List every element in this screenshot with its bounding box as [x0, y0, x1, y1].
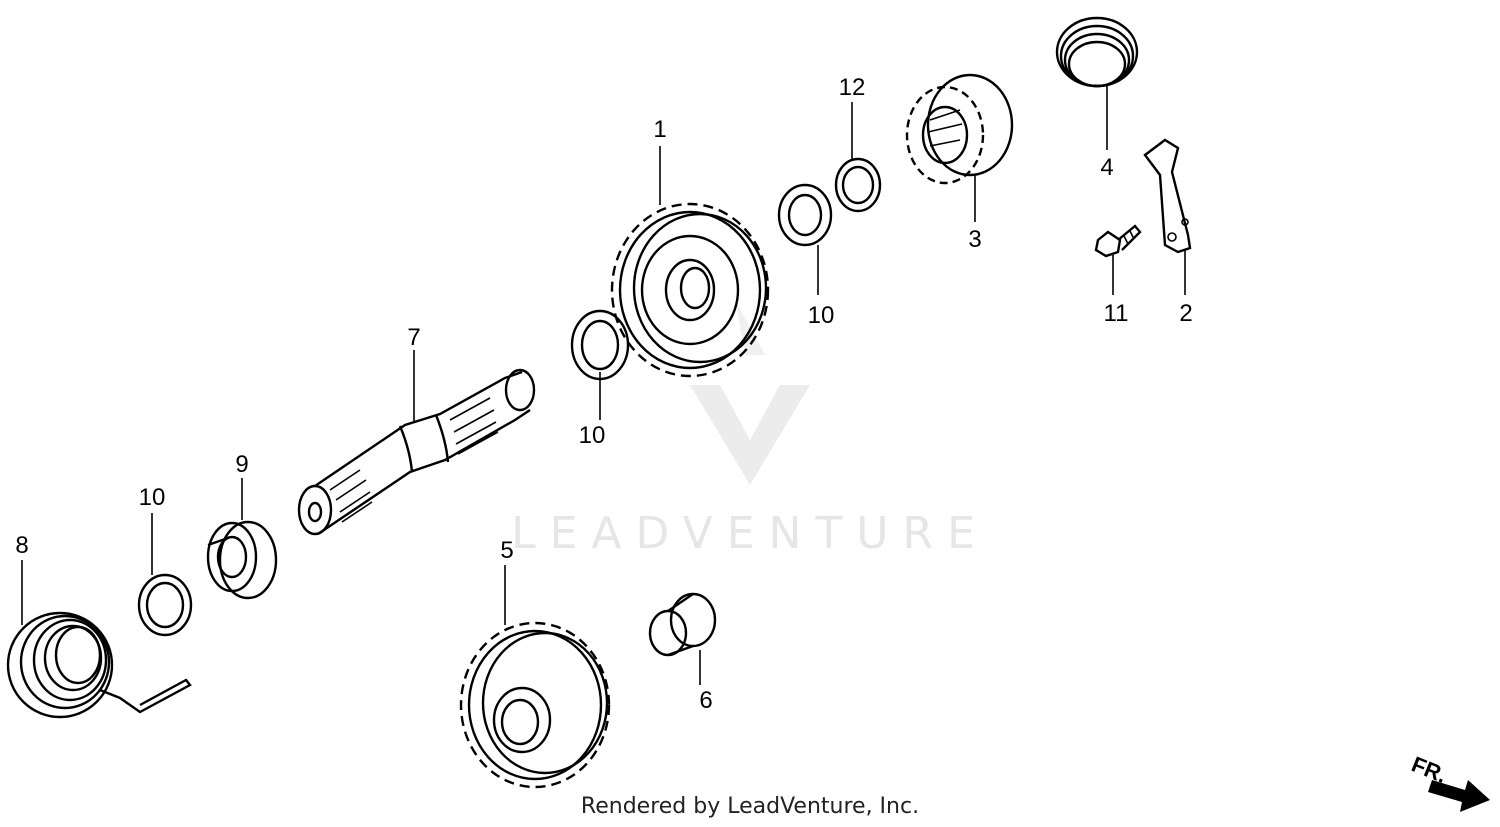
callout-10-center: 10: [579, 422, 606, 449]
callout-5: 5: [500, 537, 513, 564]
callout-11: 11: [1104, 300, 1129, 327]
callout-7: 7: [407, 324, 420, 351]
part-4-spring: [1055, 16, 1139, 150]
part-11-bolt: [1094, 224, 1142, 295]
part-10-washer-right: [777, 183, 833, 295]
callout-labels: 1 2 3 4 5 6 7 8 9 10 10 10 11 12: [15, 74, 1192, 714]
footer-credit: Rendered by LeadVenture, Inc.: [580, 794, 920, 819]
part-12-circlip: [834, 102, 882, 213]
callout-6: 6: [699, 687, 712, 714]
direction-label: FR.: [1408, 751, 1450, 787]
part-3-ratchet: [905, 73, 1014, 222]
callout-8: 8: [15, 532, 28, 559]
watermark-logo-icon: [690, 385, 810, 485]
callout-10-right: 10: [808, 302, 835, 329]
part-9-collar: [206, 478, 278, 600]
callout-1: 1: [653, 116, 666, 143]
part-10-washer-center: [570, 309, 630, 420]
part-6-bushing: [648, 592, 717, 685]
arrow-icon: [1428, 780, 1490, 812]
callout-10-left: 10: [139, 484, 166, 511]
part-7-shaft: [297, 350, 536, 536]
part-8-spring: [6, 560, 192, 719]
callout-4: 4: [1100, 154, 1113, 181]
part-5-gear: [459, 565, 611, 789]
callout-9: 9: [235, 451, 248, 478]
watermark: LEADVENTURE: [511, 300, 989, 559]
part-1-gear: [610, 146, 770, 378]
callout-12: 12: [839, 74, 866, 101]
callout-3: 3: [968, 226, 981, 253]
callout-2: 2: [1179, 300, 1192, 327]
part-10-washer-left: [137, 513, 193, 637]
part-2-plate: [1143, 138, 1192, 295]
watermark-brand: LEADVENTURE: [511, 508, 989, 559]
